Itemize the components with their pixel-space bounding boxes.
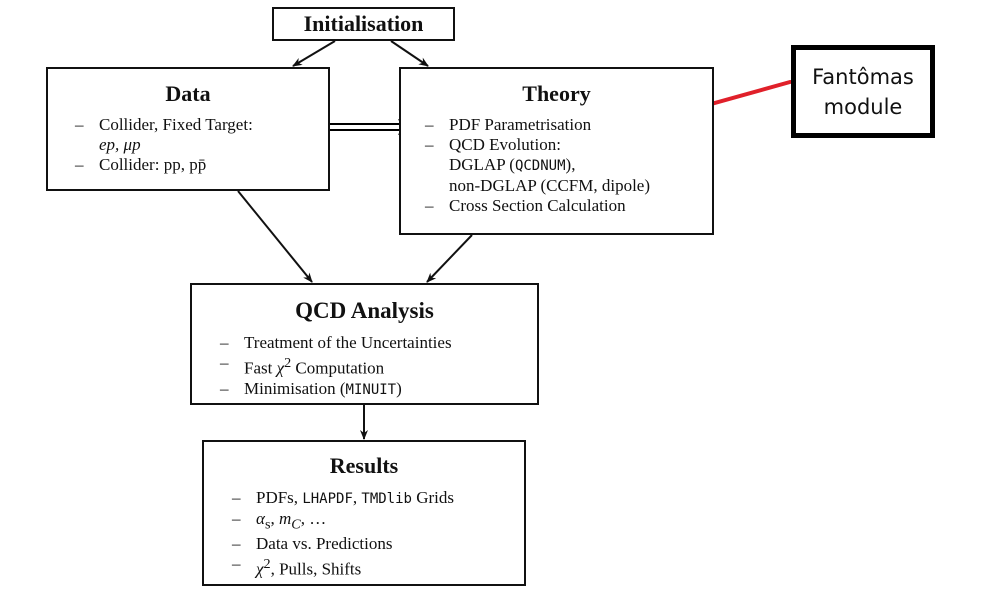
qcd-analysis-title: QCD Analysis [295,298,434,323]
list-item: –Collider, Fixed Target: [75,115,253,134]
list-item: –χ2, Pulls, Shifts [232,554,362,580]
data-box: Data –Collider, Fixed Target: ep, μp –Co… [46,67,330,191]
qcd-analysis-box: QCD Analysis –Treatment of the Uncertain… [190,283,539,405]
list-item: –Cross Section Calculation [425,196,626,215]
list-item: non-DGLAP (CCFM, dipole) [449,176,651,195]
edge-data-to-qcd [237,190,313,283]
initialisation-box: Initialisation [272,7,455,41]
callout-line-1: Fantômas [812,64,914,89]
list-item: DGLAP (QCDNUM), [449,155,576,174]
list-item: –Fast χ2 Computation [220,353,385,378]
results-box: Results –PDFs, LHAPDF, TMDlib Grids –αs,… [202,440,526,586]
list-item-pdf-parametrisation: –PDF Parametrisation [425,115,592,134]
list-item: –PDFs, LHAPDF, TMDlib Grids [232,488,454,507]
qcd-analysis-items: –Treatment of the Uncertainties –Fast χ2… [218,333,537,400]
edge-init-to-theory [390,40,429,67]
initialisation-title: Initialisation [303,11,424,36]
list-item: –Collider: pp, pp̄ [75,155,207,174]
data-title: Data [165,81,211,106]
theory-box: Theory –PDF Parametrisation –QCD Evoluti… [399,67,714,235]
fantomas-module-callout: Fantômas module [791,45,935,138]
edge-theory-to-qcd [426,234,473,283]
theory-items: –PDF Parametrisation –QCD Evolution: DGL… [423,115,712,216]
list-item: –Minimisation (MINUIT) [220,378,402,398]
list-item: –QCD Evolution: [425,135,561,154]
list-item: –αs, mC, … [232,509,327,533]
data-items: –Collider, Fixed Target: ep, μp –Collide… [73,115,328,175]
results-title: Results [329,453,399,478]
list-item: –Data vs. Predictions [232,534,393,554]
callout-line-2: module [823,94,903,119]
edge-init-to-data [292,40,336,67]
list-item: –Treatment of the Uncertainties [220,333,452,352]
theory-title: Theory [522,81,591,106]
results-items: –PDFs, LHAPDF, TMDlib Grids –αs, mC, … –… [230,488,524,580]
list-item: ep, μp [99,135,141,154]
